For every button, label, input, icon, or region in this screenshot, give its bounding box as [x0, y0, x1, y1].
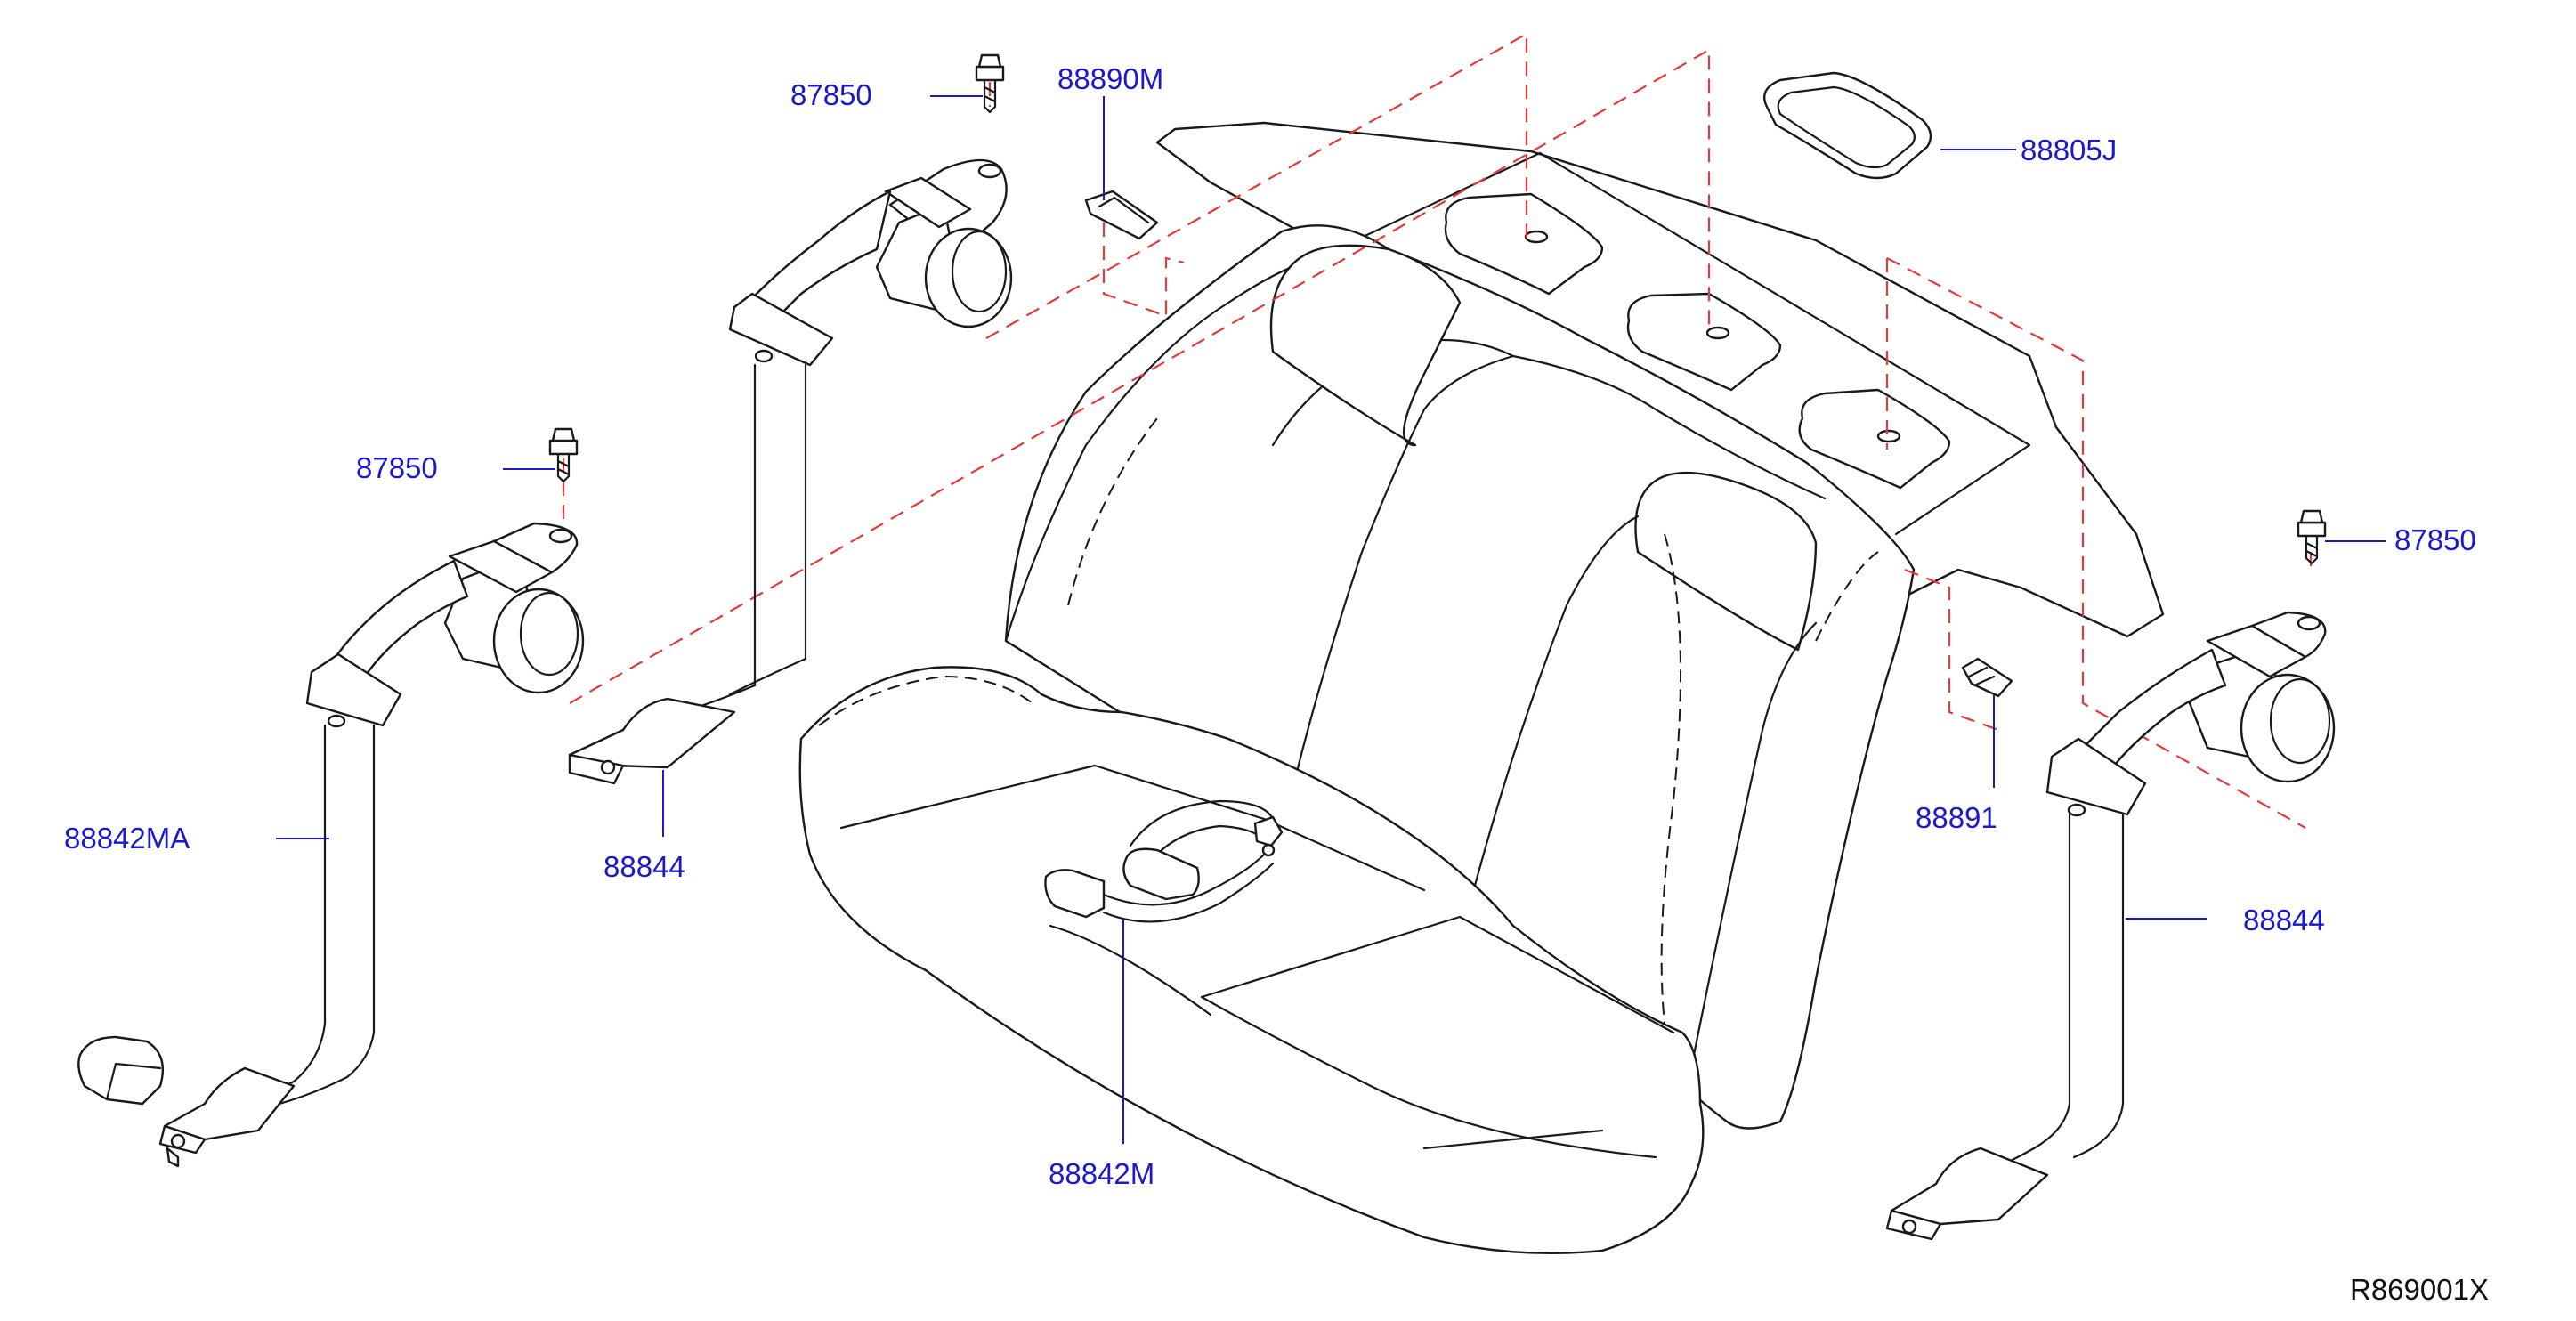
label-clip-top: 88890M	[1057, 62, 1163, 95]
retractor-top-left	[568, 158, 1013, 785]
bolt-left-icon	[548, 427, 579, 483]
back-seam-3	[1815, 551, 1879, 642]
reference-code: R869001X	[2350, 1273, 2489, 1306]
cushion-line-4	[1049, 924, 1212, 1017]
anchor-right	[1890, 1147, 2049, 1226]
retractor-top-left-bolt-hole	[977, 163, 1002, 179]
cushion-line-1	[839, 764, 1426, 892]
label-anchor-left-center: 88844	[603, 850, 685, 883]
speaker-pad-3	[1798, 388, 1951, 490]
speaker-hole-3	[1876, 429, 1901, 443]
buckle-left-tongue	[77, 1035, 165, 1106]
rear-seat	[798, 121, 2165, 1255]
retractor-top-left-spool	[924, 227, 1013, 328]
belt-left-vertical	[292, 724, 376, 1083]
retractor-left	[77, 522, 585, 1168]
label-retractor-right: 88844	[2243, 904, 2325, 936]
cushion-line-2	[1200, 915, 1675, 1034]
belt-top-left-vertical	[753, 363, 807, 687]
buckle-center-latch	[1122, 847, 1200, 901]
clip-88891-icon	[1961, 657, 2013, 698]
bolt-right-icon	[2297, 509, 2327, 565]
label-clip-right: 88891	[1916, 801, 1997, 834]
speaker-hole-1	[1524, 230, 1549, 244]
bolt-top-left-icon	[975, 53, 1005, 114]
label-bolt-left: 87850	[356, 451, 438, 484]
back-cushion-right	[1458, 354, 1827, 1070]
retractor-right-spool	[2240, 673, 2336, 783]
headrest-right	[1634, 471, 1818, 652]
clip-88890m-icon	[1084, 190, 1159, 240]
anchor-left	[163, 1066, 296, 1141]
leader-lines	[276, 95, 2386, 1144]
belt-top-left	[737, 190, 892, 322]
cushion-top-seam	[818, 675, 1033, 726]
seat-cushion	[798, 666, 1705, 1255]
cushion-line-3	[1200, 995, 1657, 1159]
retractor-left-bolt-hole	[548, 528, 573, 544]
speaker-pad-2	[1626, 292, 1782, 392]
headrest-left	[1269, 244, 1462, 447]
speaker-hole-2	[1705, 326, 1730, 340]
label-cover-right: 88805J	[2021, 134, 2117, 166]
back-seam-1	[1067, 417, 1158, 606]
label-bolt-right: 87850	[2394, 523, 2476, 556]
cushion-line-5	[1422, 1129, 1604, 1150]
part-labels: 87850 88890M 88805J 87850 87850 88842MA …	[64, 62, 2489, 1306]
shelf-front-edge	[1538, 151, 2031, 536]
label-buckle-center: 88842M	[1049, 1157, 1154, 1190]
anchor-center-left	[568, 697, 736, 769]
retractor-right	[1885, 611, 2336, 1241]
guide-lines	[562, 32, 2313, 829]
retractor-top-left-tag	[884, 176, 972, 229]
label-bolt-top-left: 87850	[790, 78, 872, 111]
retractor-right-bolt-hole	[2297, 615, 2321, 631]
buckle-center-tongue	[1044, 869, 1106, 919]
retractor-left-spool	[492, 588, 585, 694]
belt-right-vertical	[2032, 813, 2125, 1159]
buckle-center-strap	[1102, 853, 1275, 923]
speaker-pad-1	[1444, 192, 1604, 296]
back-seam-2	[1660, 533, 1681, 1025]
label-retractor-left-assembly: 88842MA	[64, 822, 190, 855]
cover-88805j-icon	[1762, 71, 1932, 180]
buckle-center	[1044, 799, 1284, 923]
